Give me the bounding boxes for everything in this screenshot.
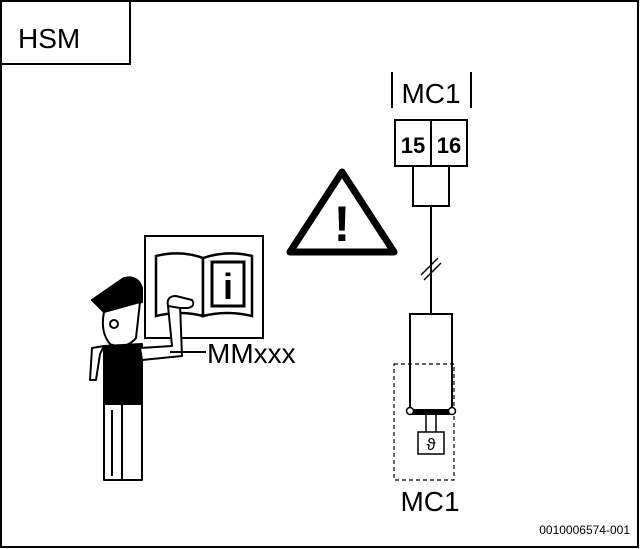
sensor-symbol-box bbox=[417, 431, 445, 455]
diagram-title: HSM bbox=[18, 23, 80, 54]
cable bbox=[420, 206, 442, 314]
warning-icon-glyph: ! bbox=[334, 196, 351, 252]
sensor-dashed-box bbox=[393, 363, 455, 481]
manual-book-icon: i bbox=[144, 235, 264, 339]
manual-info-letter: i bbox=[223, 266, 233, 307]
manual-label: MMxxx bbox=[207, 338, 296, 369]
connector-bottom-label: MC1 bbox=[400, 486, 459, 517]
connector-top-label: MC1 bbox=[401, 78, 460, 109]
terminal-15: 15 bbox=[401, 133, 425, 158]
warning-icon: ! bbox=[286, 168, 398, 256]
plug-body bbox=[412, 165, 450, 207]
sensor: ϑ bbox=[393, 313, 457, 481]
figure-id: 0010006574-001 bbox=[539, 523, 630, 537]
terminal-16: 16 bbox=[437, 133, 461, 158]
connector-top: MC1 15 16 bbox=[391, 72, 472, 207]
title-tab bbox=[1, 1, 131, 65]
technician-figure bbox=[89, 276, 195, 481]
sensor-symbol: ϑ bbox=[426, 435, 436, 454]
